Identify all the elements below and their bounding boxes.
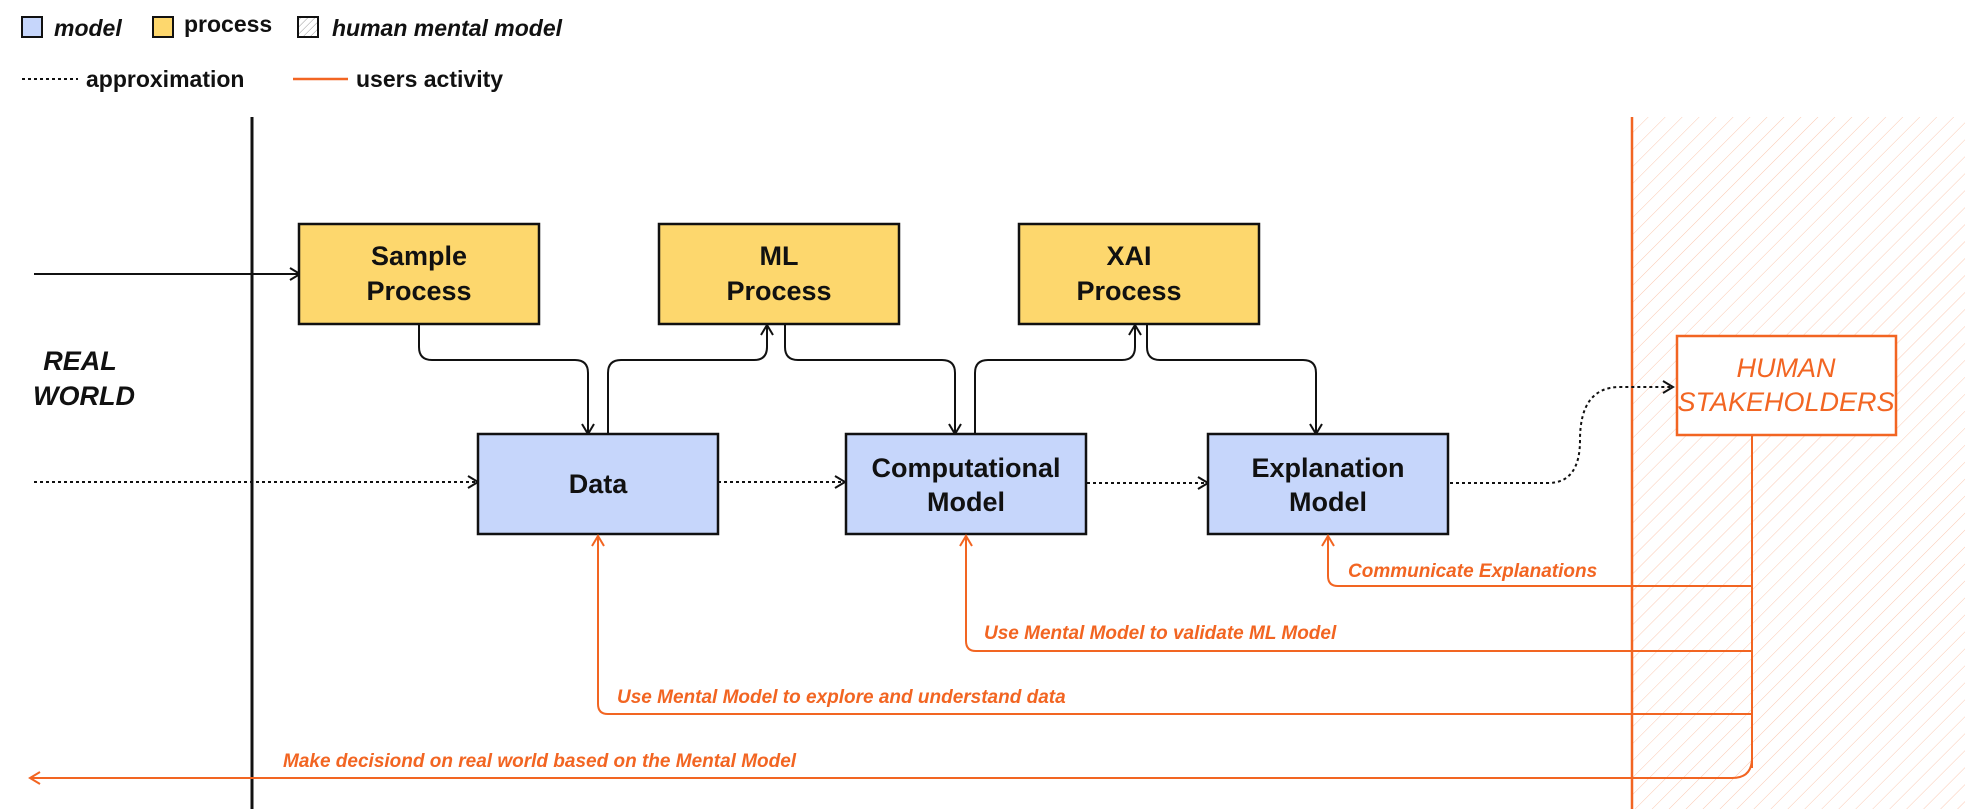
svg-text:Model: Model (927, 487, 1005, 517)
svg-text:Computational: Computational (872, 453, 1061, 483)
svg-text:STAKEHOLDERS: STAKEHOLDERS (1677, 387, 1894, 417)
legend-human-swatch (297, 16, 319, 38)
legend-model-label: model (54, 15, 122, 41)
svg-text:Process: Process (1076, 276, 1181, 306)
computational-to-xai-arrow (974, 323, 1142, 434)
explore-data-label: Use Mental Model to explore and understa… (617, 687, 1066, 708)
real-world-label-line1: REAL (43, 346, 117, 376)
user-activity-lines (28, 435, 1753, 785)
real-world-label-line2: WORLD (33, 381, 135, 411)
svg-text:XAI: XAI (1106, 241, 1151, 271)
sample-to-data-arrow (418, 325, 595, 436)
decide-real-world-arrow (28, 757, 1753, 785)
xai-to-explanation-arrow (1146, 325, 1323, 436)
svg-text:Explanation: Explanation (1251, 453, 1404, 483)
xai-process-box: XAI Process (1017, 222, 1261, 326)
svg-text:Model: Model (1289, 487, 1367, 517)
ml-to-computational-arrow (784, 325, 962, 436)
computational-model-box: Computational Model (844, 432, 1088, 536)
legend: model process human mental model approxi… (21, 11, 563, 92)
svg-text:HUMAN: HUMAN (1737, 353, 1836, 383)
communicate-explanations-label: Communicate Explanations (1348, 561, 1597, 582)
sample-process-box: Sample Process (297, 222, 541, 326)
human-stakeholders-box: HUMAN STAKEHOLDERS (1675, 334, 1898, 437)
legend-process-label: process (184, 11, 272, 37)
approximation-connectors (34, 380, 1675, 490)
decide-real-world-label: Make decisiond on real world based on th… (283, 751, 797, 772)
svg-text:ML: ML (760, 241, 799, 271)
legend-process-swatch (152, 16, 174, 38)
legend-human-label: human mental model (332, 15, 563, 41)
validate-model-arrow (959, 534, 1752, 652)
data-model-box: Data (476, 432, 720, 536)
svg-text:Sample: Sample (371, 241, 467, 271)
human-mental-model-region (1632, 117, 1965, 809)
svg-text:Data: Data (569, 469, 629, 499)
legend-users-activity-label: users activity (356, 66, 503, 92)
data-to-ml-arrow (607, 323, 774, 434)
svg-text:Process: Process (366, 276, 471, 306)
communicate-explanations-arrow (1321, 534, 1752, 587)
validate-model-label: Use Mental Model to validate ML Model (984, 623, 1337, 644)
ml-process-box: ML Process (657, 222, 901, 326)
explanation-model-box: Explanation Model (1206, 432, 1450, 536)
explore-data-arrow (591, 534, 1752, 715)
process-connectors (34, 267, 1323, 436)
legend-approximation-label: approximation (86, 66, 244, 92)
svg-text:Process: Process (726, 276, 831, 306)
legend-model-swatch (21, 16, 43, 38)
